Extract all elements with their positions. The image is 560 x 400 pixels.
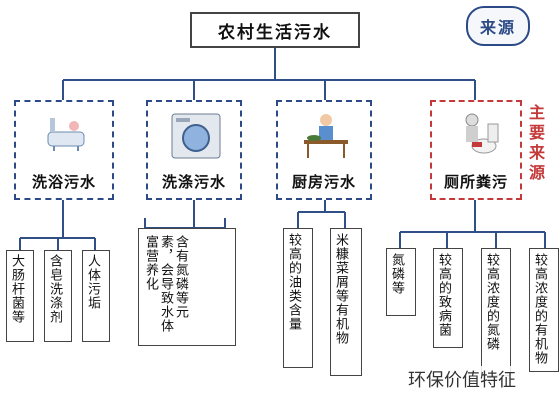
category-toilet: 厕所粪污	[430, 100, 522, 200]
washing-machine-icon	[171, 113, 221, 159]
kitchen-detail-1: 较高的油类含量	[283, 228, 313, 368]
watermark: 环保价值特征	[406, 366, 518, 392]
category-bath: 洗浴污水	[14, 100, 114, 200]
root-title-box: 农村生活污水	[190, 12, 360, 48]
category-wash-label: 洗涤污水	[161, 173, 226, 191]
toilet-detail-4: 较高浓度的有机物	[529, 248, 559, 372]
bath-detail-2: 含皂洗涤剂	[44, 250, 72, 342]
cooking-person-icon	[304, 114, 348, 158]
main-source-note: 主要来源	[526, 104, 545, 184]
toilet-person-icon	[465, 113, 499, 154]
bath-detail-1: 大肠杆菌等	[6, 250, 34, 342]
source-badge: 来源	[466, 6, 530, 46]
kitchen-detail-2: 米糠菜屑等有机物	[330, 228, 362, 376]
bath-detail-3: 人体污垢	[82, 250, 110, 342]
category-kitchen: 厨房污水	[276, 100, 372, 200]
toilet-detail-2: 较高的致病菌	[433, 248, 463, 348]
bathtub-icon	[47, 118, 85, 151]
source-badge-label: 来源	[479, 18, 516, 37]
toilet-detail-1: 氮磷等	[386, 248, 416, 316]
category-kitchen-label: 厨房污水	[291, 173, 356, 191]
root-title: 农村生活污水	[218, 22, 332, 43]
wash-detail-1: 含有氮磷等元素，会导致水体富营养化	[138, 228, 236, 346]
category-toilet-label: 厕所粪污	[443, 173, 508, 191]
toilet-detail-3: 较高浓度的氮磷	[481, 248, 511, 376]
category-bath-label: 洗浴污水	[31, 173, 96, 191]
category-wash: 洗涤污水	[146, 100, 242, 200]
